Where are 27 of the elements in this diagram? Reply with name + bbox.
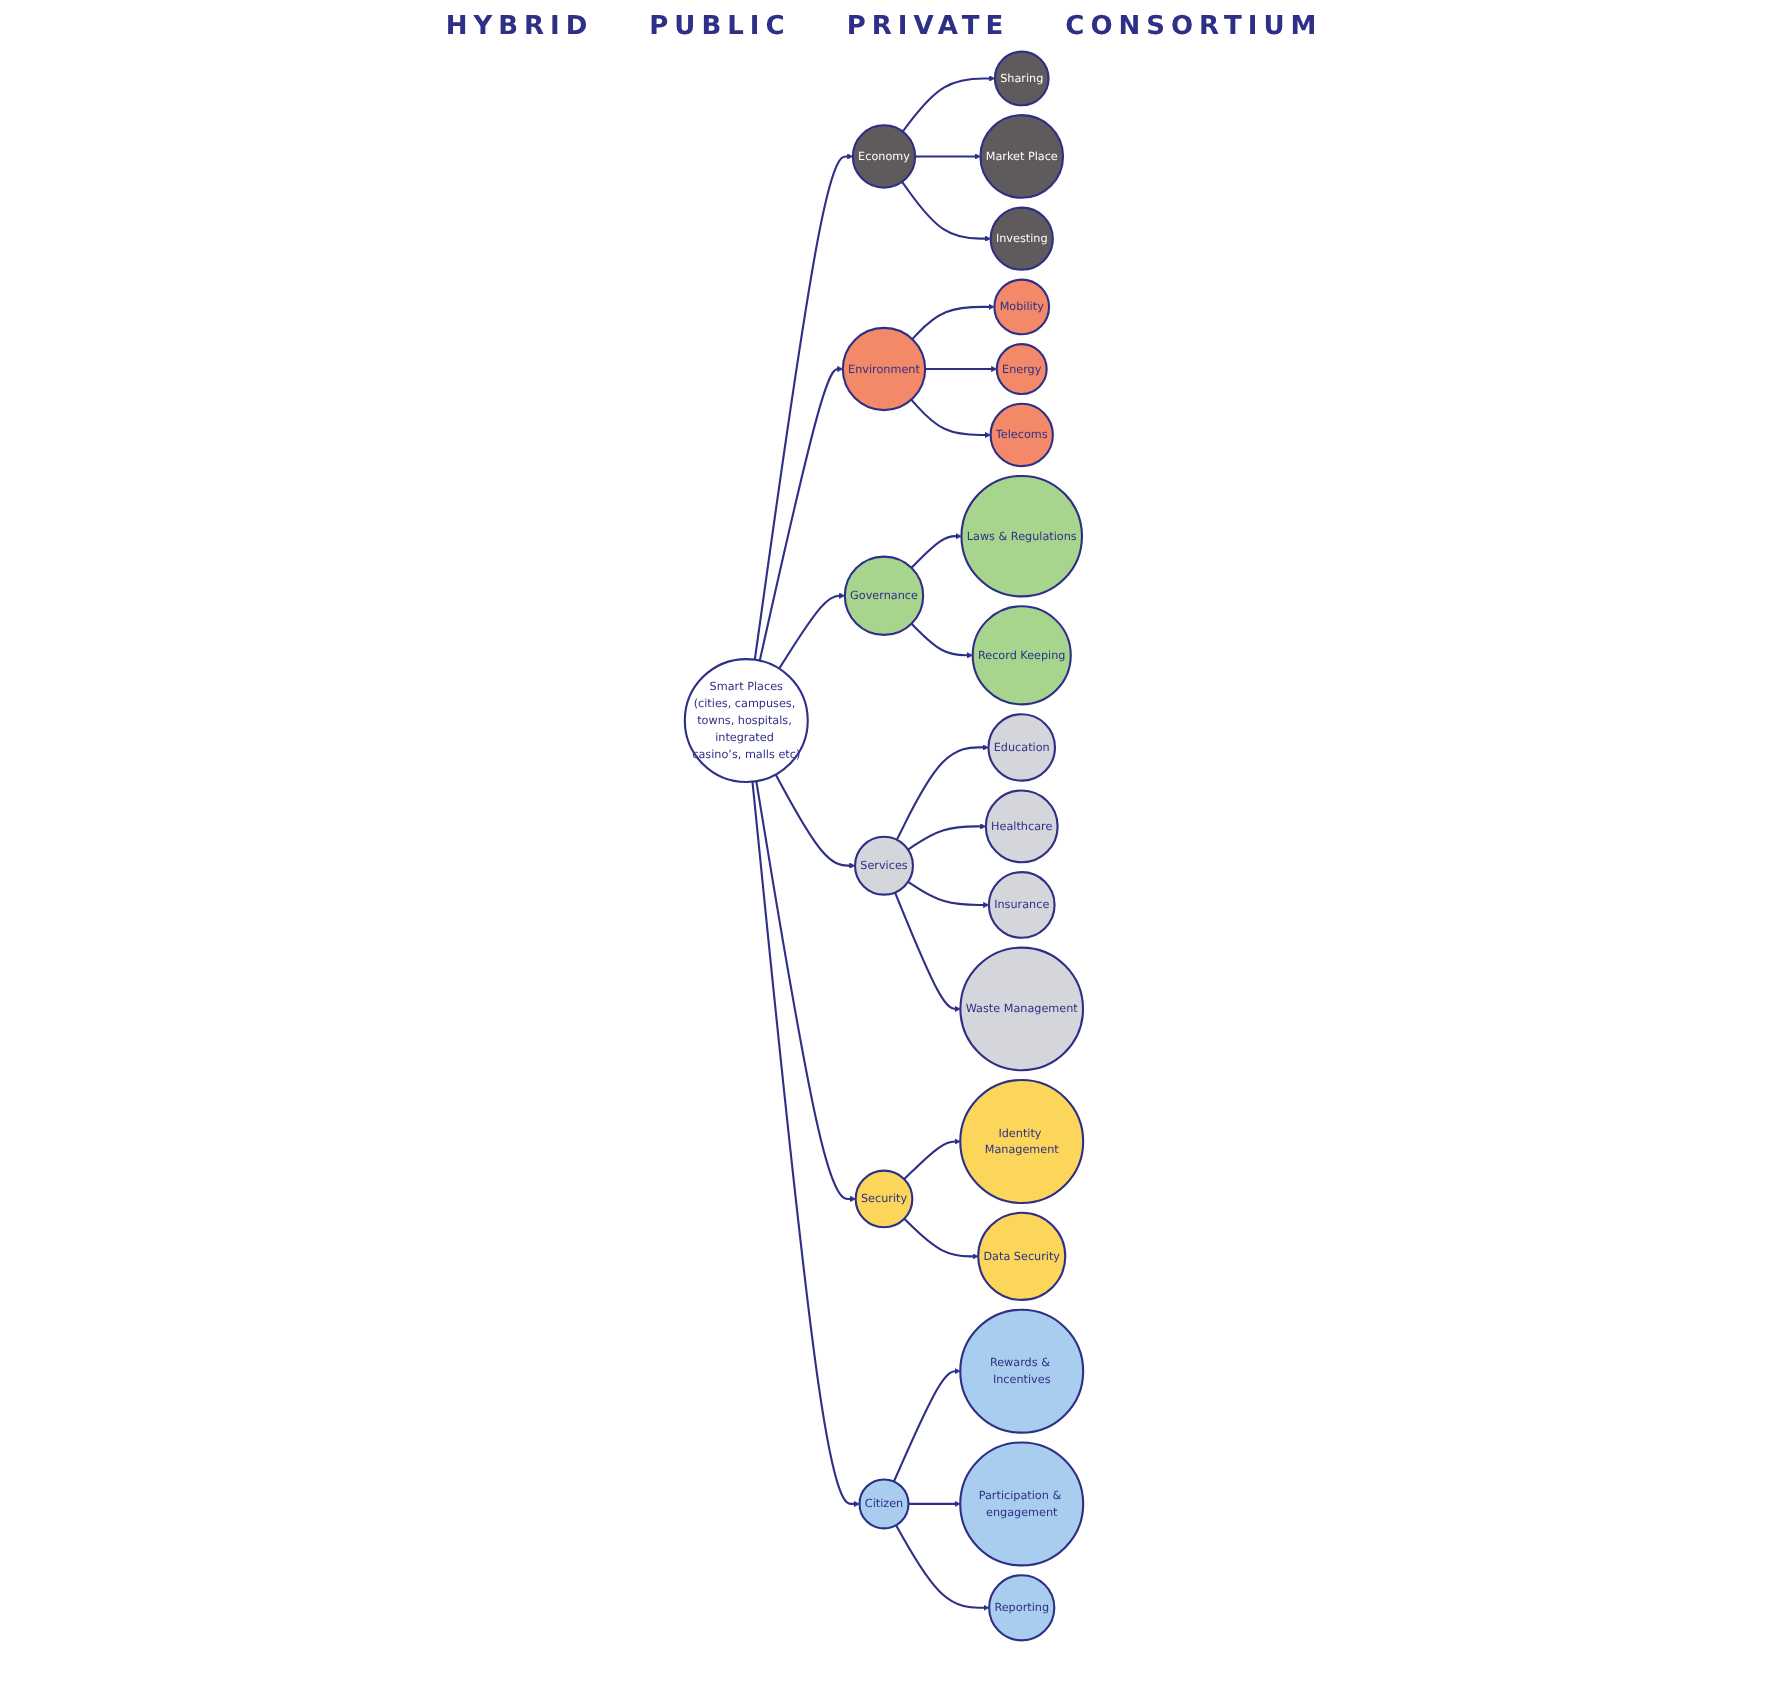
quadrant-label: CONSORTIUM [1065,12,1323,42]
quadrant-label: HYBRID [445,12,594,42]
arrow [758,365,844,661]
arrow [895,1524,990,1611]
arrow [892,1368,961,1482]
arrow [895,744,989,841]
arrow [774,774,856,869]
arrow [753,153,854,660]
arrow [901,75,996,133]
arrow [755,781,856,1202]
arrow [908,1500,961,1507]
arrow [778,592,846,670]
arrow [915,153,981,160]
arrow [907,880,990,909]
quadrant-label: PRIVATE [846,12,1010,42]
arrow [925,365,998,373]
arrow [751,781,860,1507]
quadrant-label: PUBLIC [649,12,791,42]
arrow [894,892,961,1012]
arrow [903,1218,979,1260]
arrow [901,181,991,242]
arrow [907,823,987,851]
arrow [910,533,962,569]
arrow [910,622,973,659]
arrow [911,303,995,340]
arrow [910,399,991,439]
arrow [903,1138,961,1180]
